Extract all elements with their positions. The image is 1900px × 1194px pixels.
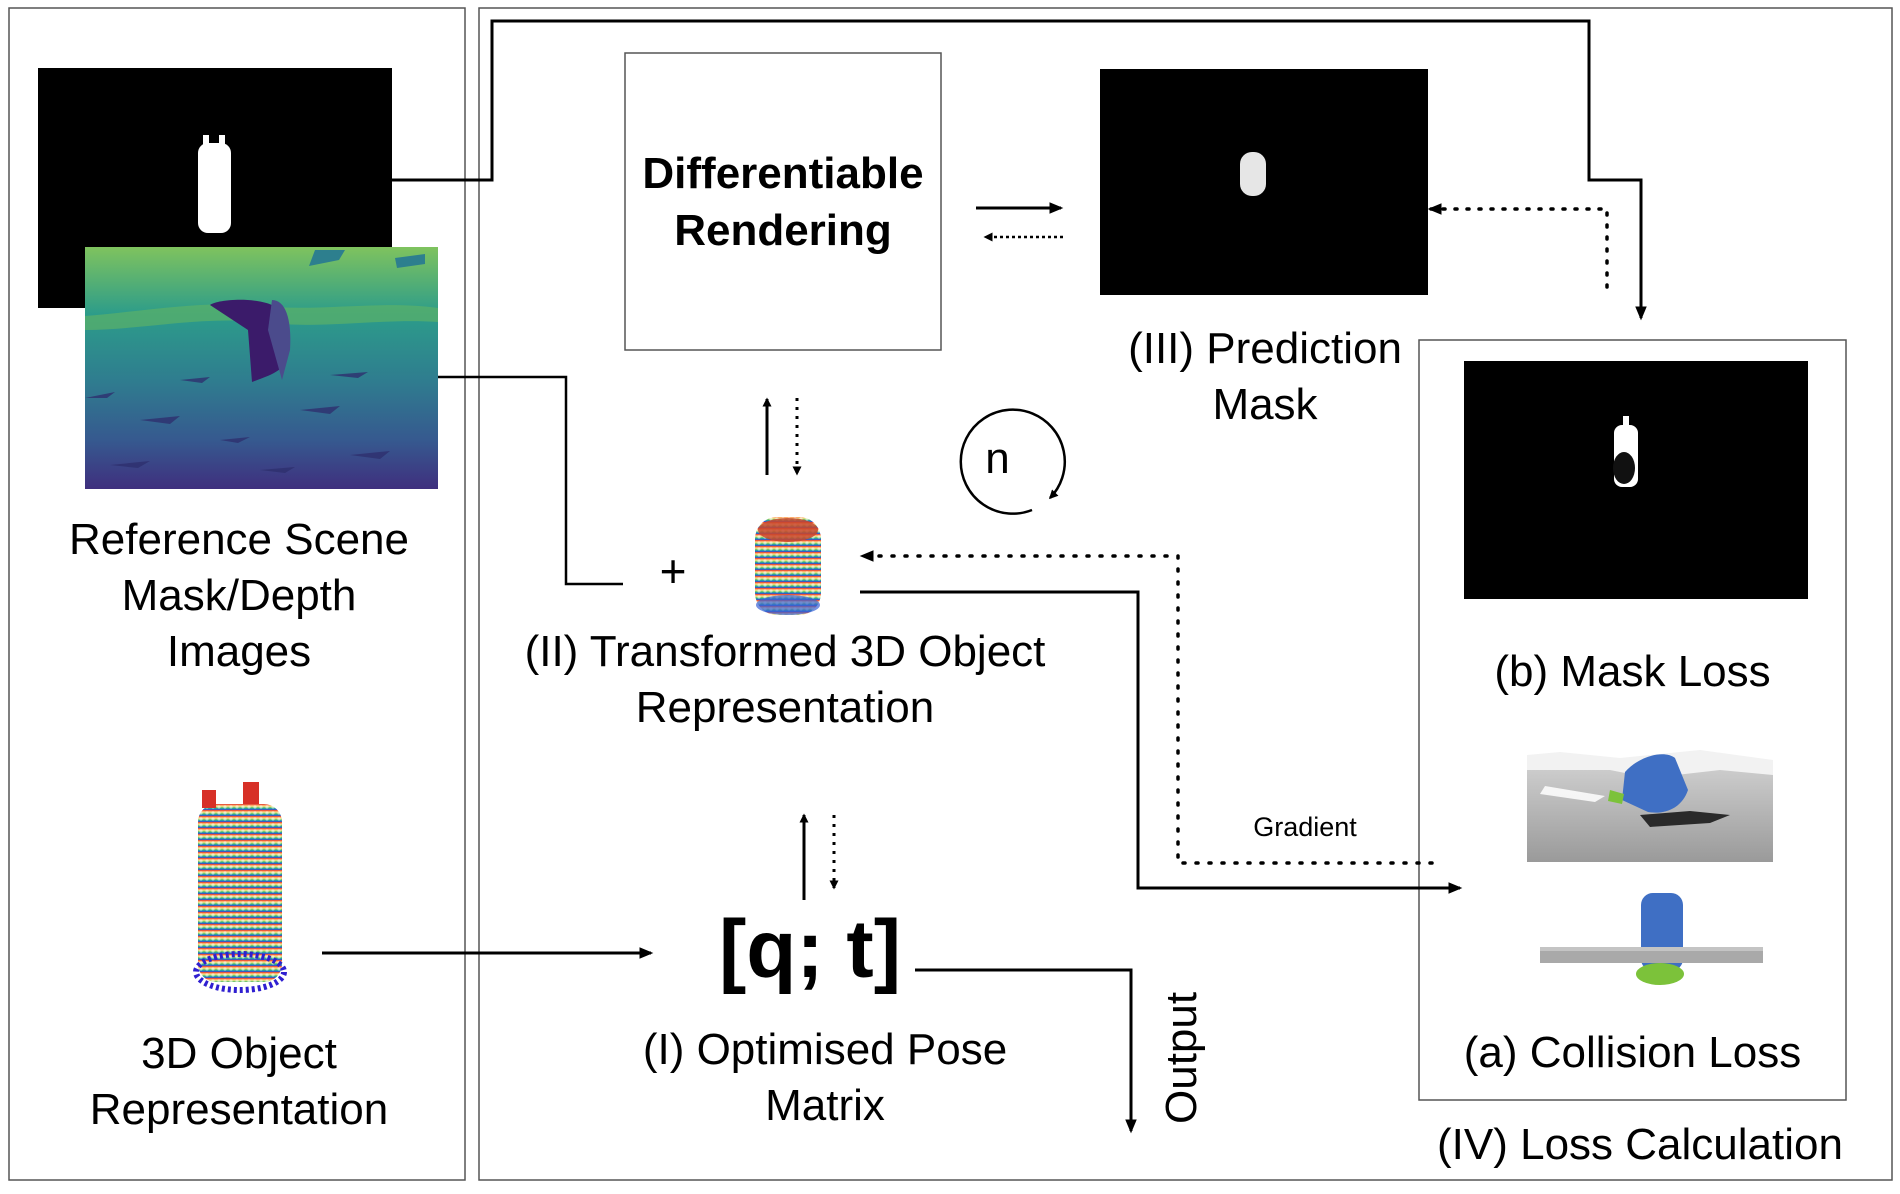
mask-loss-image — [1464, 361, 1808, 599]
plus-sign: + — [659, 545, 687, 597]
loss-to-prediction-dotted — [1427, 203, 1609, 289]
object-label: 3D Object Representation — [40, 1026, 438, 1138]
collision-loss-side-image — [1540, 893, 1763, 985]
transformed-label: (II) Transformed 3D Object Representatio… — [480, 624, 1090, 736]
collision-loss-depth-image — [1527, 750, 1773, 862]
transformed-label-line2: Representation — [635, 682, 935, 732]
reference-label: Reference Scene Mask/Depth Images — [40, 512, 438, 680]
reference-label-line1: Reference Scene — [69, 515, 409, 564]
prediction-label-line1: (III) Prediction — [1128, 324, 1402, 373]
transformed-to-collision-connector — [860, 590, 1463, 894]
rendering-title: Differentiable Rendering — [625, 145, 941, 259]
gradient-label: Gradient — [1253, 812, 1357, 842]
output-label: Output — [1157, 991, 1207, 1124]
pose-symbol: [q; t] — [718, 904, 902, 995]
mask-loss-label: (b) Mask Loss — [1494, 647, 1771, 696]
reference-label-line2: Mask/Depth — [121, 570, 357, 620]
collision-loss-label: (a) Collision Loss — [1463, 1028, 1802, 1077]
pose-label-line1: (I) Optimised Pose — [642, 1025, 1008, 1074]
left-panel-frame — [8, 7, 466, 1181]
rendering-title-line1: Differentiable — [642, 149, 924, 198]
object-pointcloud — [193, 782, 287, 993]
main-panel-frame — [478, 7, 1893, 1181]
reference-label-line3: Images — [166, 626, 312, 676]
rendering-box — [624, 52, 942, 351]
loop-count-label: n — [985, 434, 1010, 483]
pose-label-line2: Matrix — [765, 1080, 885, 1130]
prediction-mask-image — [1100, 69, 1428, 295]
object-label-line2: Representation — [89, 1084, 389, 1134]
reference-depth-image — [85, 247, 438, 489]
rendering-title-line2: Rendering — [674, 206, 892, 256]
prediction-label: (III) Prediction Mask — [1110, 321, 1420, 433]
transformed-label-line1: (II) Transformed 3D Object — [524, 627, 1046, 676]
transformed-pointcloud — [755, 517, 821, 615]
loss-panel-frame — [1418, 339, 1847, 1101]
iteration-loop-arrow — [959, 408, 1067, 515]
loss-calculation-title: (IV) Loss Calculation — [1437, 1120, 1843, 1169]
pose-to-output-arrow — [915, 968, 1137, 1134]
mask-to-loss-connector — [392, 19, 1647, 321]
prediction-label-line2: Mask — [1212, 379, 1318, 429]
depth-to-plus-connector — [438, 375, 623, 586]
object-label-line1: 3D Object — [141, 1029, 337, 1078]
pose-label: (I) Optimised Pose Matrix — [600, 1022, 1050, 1134]
